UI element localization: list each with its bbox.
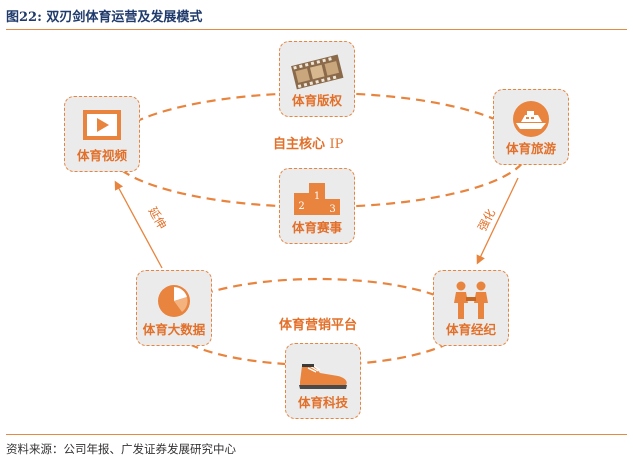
figure-title: 图22: 双刃剑体育运营及发展模式: [6, 10, 203, 25]
node-bigdata: 体育大数据: [136, 270, 212, 346]
node-tech-label: 体育科技: [297, 395, 348, 410]
yacht-icon: [494, 98, 568, 140]
sneaker-icon: [286, 352, 360, 394]
center-core-ip: 自主核心 IP: [273, 133, 343, 152]
handshake-icon: [434, 279, 508, 321]
node-bigdata-label: 体育大数据: [142, 322, 206, 337]
node-copyright-label: 体育版权: [291, 93, 342, 108]
play-button-icon: [65, 105, 139, 147]
node-video: 体育视频: [64, 96, 140, 172]
node-copyright: 体育版权: [279, 41, 355, 117]
podium-icon: 1 2 3: [280, 177, 354, 219]
node-video-label: 体育视频: [76, 148, 127, 163]
bottom-rule: [6, 434, 627, 435]
extend-arrow: [114, 180, 163, 269]
center-marketing-platform: 体育营销平台: [279, 318, 358, 333]
strengthen-arrow: [476, 177, 519, 265]
node-agent: 体育经纪: [433, 270, 509, 346]
podium-third: 3: [329, 204, 335, 215]
center-core-ip-main: 自主核心: [273, 137, 326, 152]
film-strip-icon: [280, 50, 354, 92]
podium-first: 1: [314, 191, 320, 202]
podium-second: 2: [298, 201, 304, 212]
top-rule: [6, 29, 627, 30]
node-events: 1 2 3 体育赛事: [279, 168, 355, 244]
node-tourism-label: 体育旅游: [505, 141, 556, 156]
center-core-ip-suffix: IP: [329, 137, 344, 152]
source-note: 资料来源：公司年报、广发证券发展研究中心: [6, 442, 236, 456]
node-tech: 体育科技: [285, 343, 361, 419]
pie-chart-icon: [137, 279, 211, 321]
node-events-label: 体育赛事: [291, 220, 342, 235]
node-tourism: 体育旅游: [493, 89, 569, 165]
node-agent-label: 体育经纪: [445, 322, 496, 337]
